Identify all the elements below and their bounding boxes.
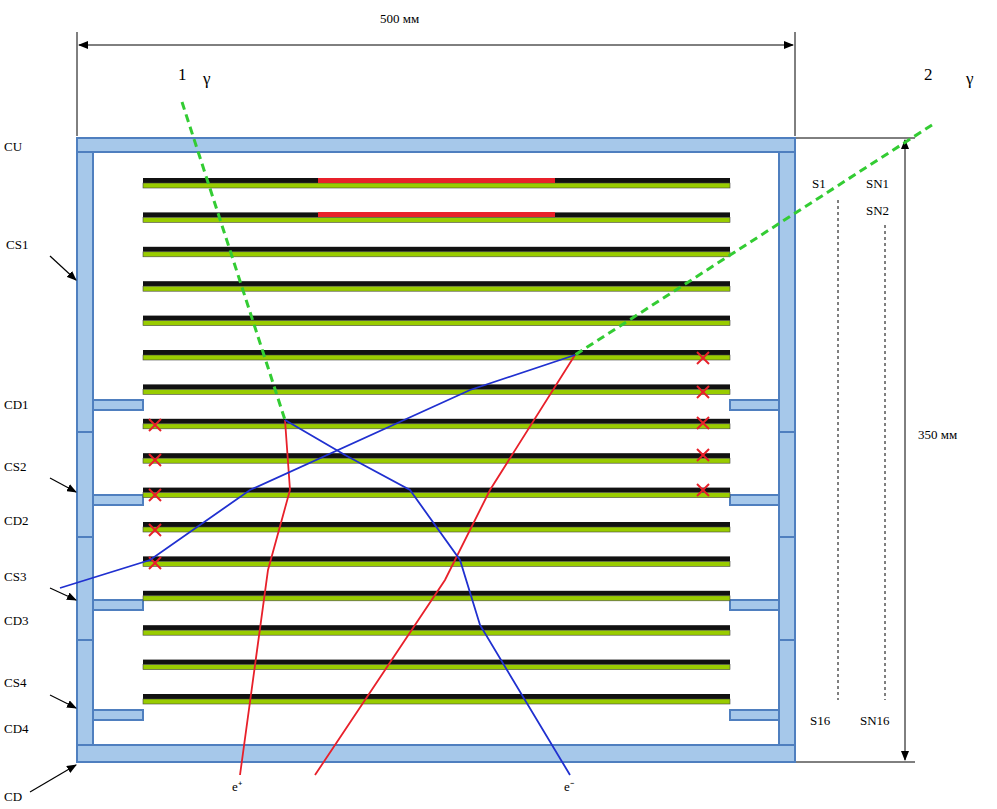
label: CS4 [4,676,26,689]
layer-strip [143,286,730,291]
hit-mark [697,386,709,398]
layer-strip [143,355,730,360]
label: e⁺ [232,780,242,793]
label: CU [4,140,22,153]
label: CD2 [4,514,29,527]
hit-mark [697,484,709,496]
layer-absorber [143,281,730,286]
label: CS3 [4,570,26,583]
label: S1 [812,177,826,190]
layer-strip [143,217,730,222]
layer-strip [143,389,730,394]
layer-absorber [143,212,730,217]
layer-absorber [143,350,730,355]
hit-mark [149,419,161,431]
layer-absorber [143,453,730,458]
layer-absorber [143,625,730,630]
label: SN1 [866,177,889,190]
layer-absorber [143,419,730,424]
hit-mark [697,417,709,429]
label: γ [966,70,974,87]
label: CD3 [4,614,29,627]
hit-mark [697,352,709,364]
hit-mark [697,484,709,496]
hit-mark [697,417,709,429]
layer-strip [143,493,730,498]
label: CS2 [4,460,26,473]
hit-mark [149,524,161,536]
label: CD [4,790,22,803]
label: 350 мм [918,428,957,441]
label: CD4 [4,722,29,735]
hit-mark [697,449,709,461]
hit-mark [697,352,709,364]
label: SN16 [860,714,890,727]
layer-absorber [143,488,730,493]
label: S16 [810,714,830,727]
hit-mark [697,449,709,461]
label: 1 [178,66,187,83]
layer-absorber [143,178,730,183]
hit-mark [149,489,161,501]
hit-mark [149,454,161,466]
label: SN2 [866,204,889,217]
label: e⁻ [564,780,574,793]
layer-strip [143,424,730,429]
layer-absorber [143,694,730,699]
label: CS1 [6,238,28,251]
layer-absorber [143,384,730,389]
layer-absorber [143,660,730,665]
hit-mark [697,386,709,398]
hit-mark [149,454,161,466]
layer-strip [143,458,730,463]
layer-strip [143,561,730,566]
hit-mark [149,524,161,536]
layer-strip [143,321,730,326]
layer-strip [143,596,730,601]
layer-absorber [143,556,730,561]
hit-mark [149,489,161,501]
label: γ [203,70,211,87]
layer-strip [143,630,730,635]
layer-absorber [143,316,730,321]
layer-strip [143,699,730,704]
label: 2 [924,66,933,83]
label: CD1 [4,398,29,411]
label: 500 мм [380,12,419,25]
layer-strip [143,183,730,188]
layer-strip [143,665,730,670]
hit-mark [149,419,161,431]
